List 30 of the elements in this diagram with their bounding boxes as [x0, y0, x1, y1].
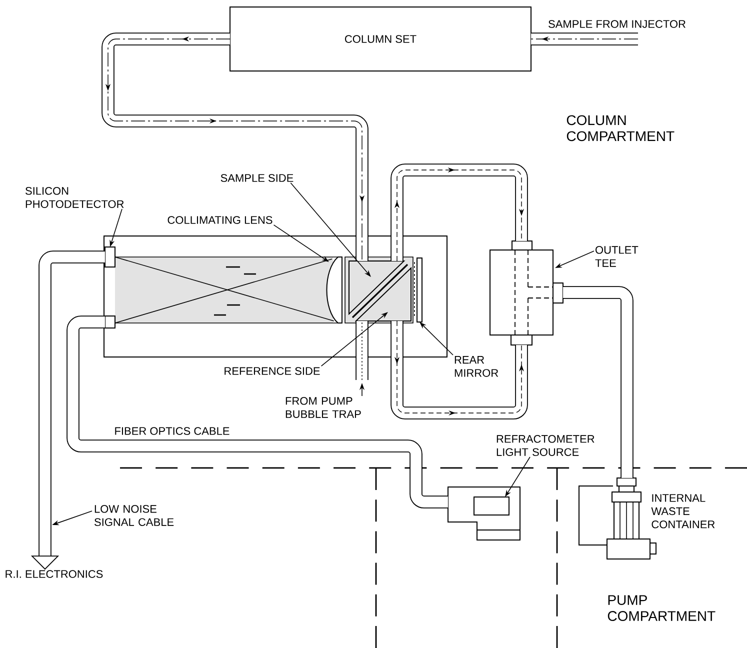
fiber-connector — [104, 316, 116, 328]
callout-label: FROM PUMP BUBBLE TRAP — [286, 397, 361, 418]
callout-label: R.I. ELECTRONICS — [6, 570, 103, 578]
callout-label: OUTLET TEE — [595, 246, 638, 267]
callout-label: LOW NOISE SIGNAL CABLE — [94, 505, 174, 526]
callout-label: REAR MIRROR — [454, 356, 498, 377]
tube — [390, 320, 528, 420]
outlet-tee — [490, 240, 564, 346]
tube — [356, 320, 368, 380]
tube — [390, 164, 528, 262]
lamp — [474, 496, 510, 516]
callout-label: SAMPLE SIDE — [220, 174, 294, 182]
tube — [102, 32, 368, 262]
callout-label: COLLIMATING LENS — [168, 216, 272, 224]
callout-label: REFRACTOMETER LIGHT SOURCE — [496, 435, 594, 456]
collimating-lens — [326, 256, 342, 324]
edge-label: FIBER OPTICS CABLE — [113, 426, 231, 436]
photodetector — [104, 246, 116, 268]
edge-label: SAMPLE FROM INJECTOR — [547, 19, 687, 29]
mirror — [416, 258, 422, 322]
compartment-label: COLUMN COMPARTMENT — [566, 115, 674, 142]
container-label: INTERNAL WASTE CONTAINER — [651, 494, 715, 528]
compartment-label: PUMP COMPARTMENT — [608, 595, 716, 621]
tube — [563, 286, 634, 478]
detector-housing — [104, 236, 448, 358]
column-box: COLUMN SET — [230, 6, 532, 72]
callout-label: SILICON PHOTODETECTOR — [26, 187, 124, 208]
fiber-optic-cable — [66, 316, 448, 508]
tube — [530, 32, 638, 46]
callout-label: REFERENCE SIDE — [224, 367, 320, 375]
